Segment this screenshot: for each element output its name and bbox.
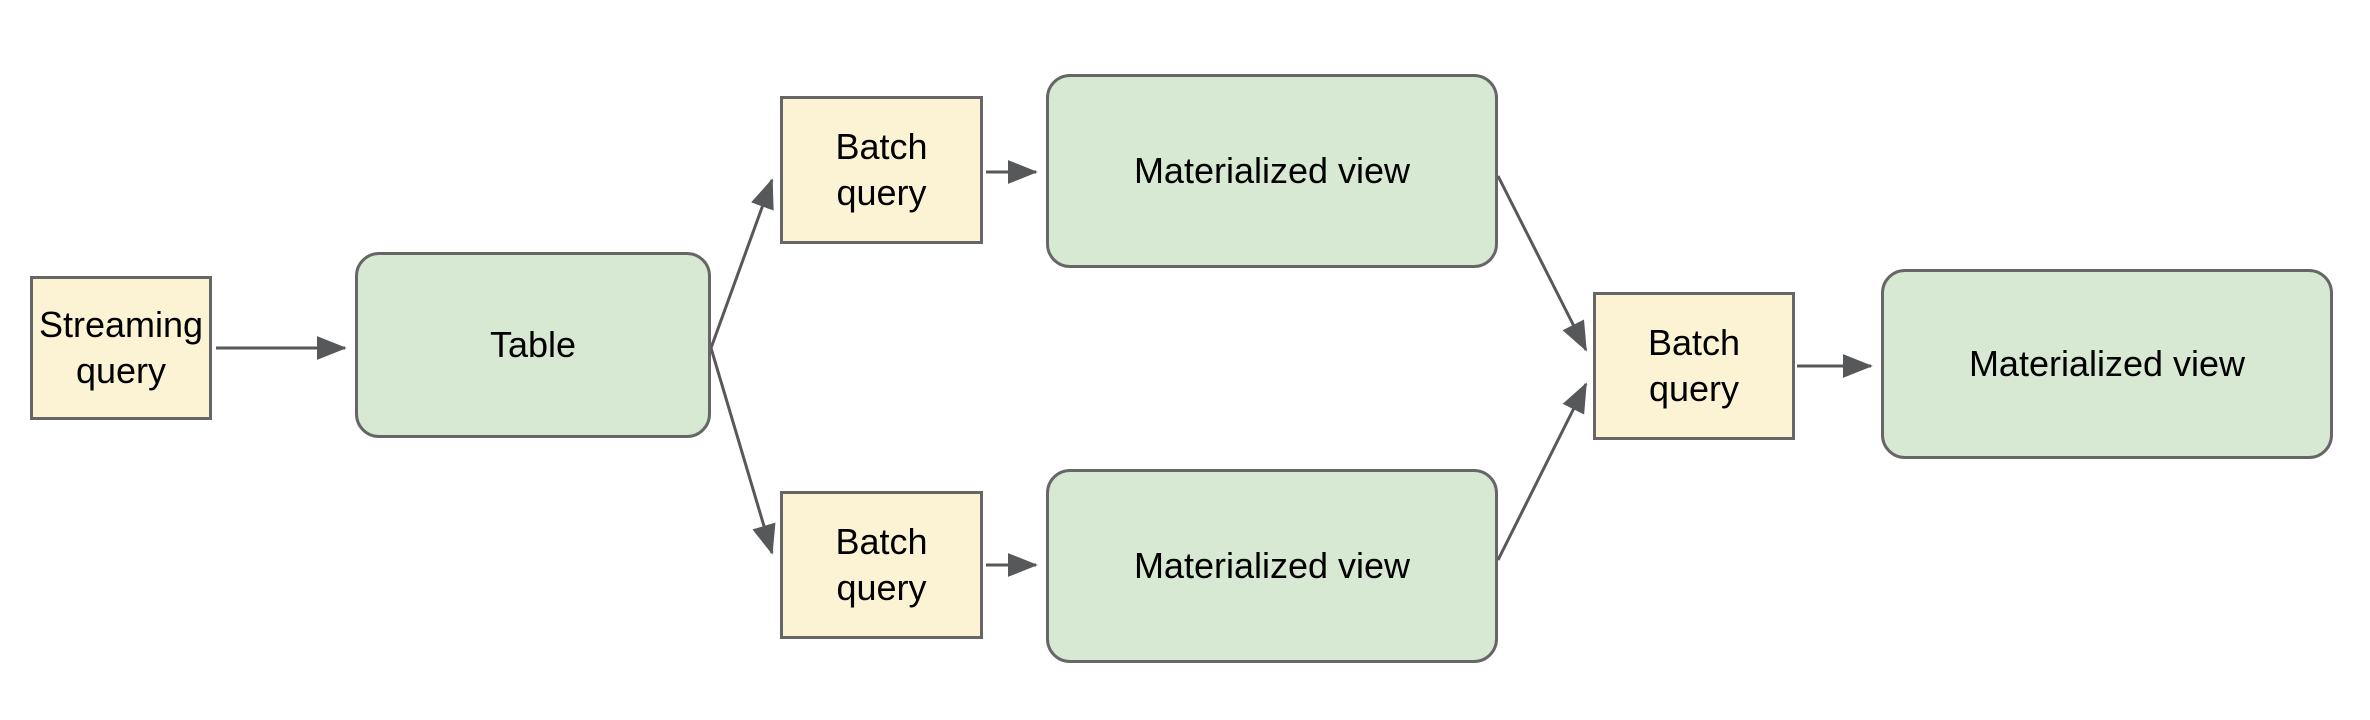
node-materialized-view-right[interactable]: Materialized view [1881,269,2333,459]
node-batch-query-bottom[interactable]: Batch query [780,491,983,639]
node-batch-query-bottom-label: Batch query [835,520,928,608]
node-table[interactable]: Table [355,252,711,438]
edge-materialized-view-bottom-to-batch-query-center [1496,382,1588,561]
edge-table-to-batch-query-bottom [709,347,776,555]
node-batch-query-center-label: Batch query [1647,321,1741,409]
node-streaming-query-label: Streaming query [38,303,204,391]
node-materialized-view-bottom[interactable]: Materialized view [1046,469,1498,663]
node-streaming-query[interactable]: Streaming query [30,276,212,420]
node-batch-query-top[interactable]: Batch query [780,96,983,244]
node-materialized-view-top-label: Materialized view [1133,149,1411,191]
node-materialized-view-right-label: Materialized view [1968,342,2246,384]
node-batch-query-top-label: Batch query [835,125,928,213]
node-materialized-view-top[interactable]: Materialized view [1046,74,1498,268]
node-batch-query-center[interactable]: Batch query [1593,292,1795,440]
node-materialized-view-bottom-label: Materialized view [1133,544,1411,586]
node-table-label: Table [489,323,577,365]
edge-table-to-batch-query-top [709,178,774,349]
edge-materialized-view-top-to-batch-query-center [1496,175,1588,352]
